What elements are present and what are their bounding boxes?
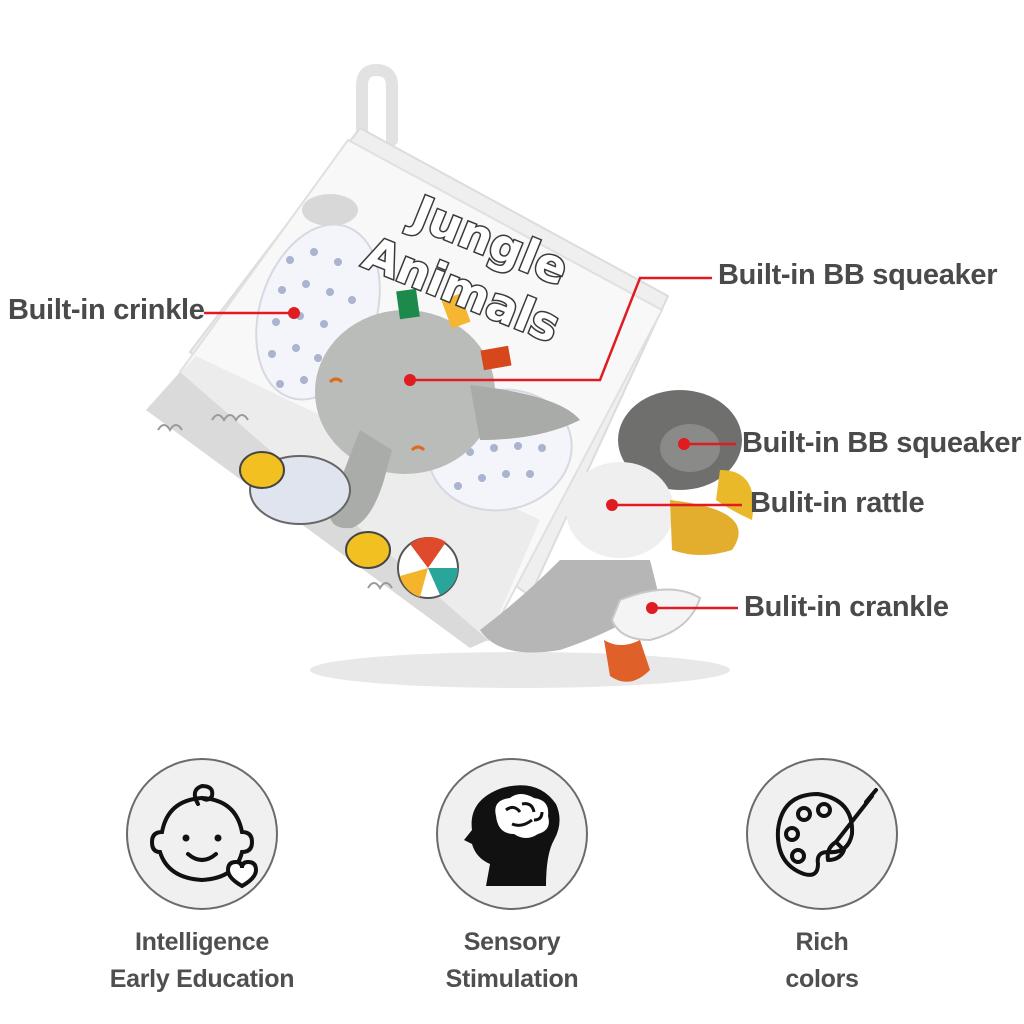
feature-intelligence: Intelligence Early Education — [82, 758, 322, 998]
cloud — [302, 194, 358, 226]
callout-crinkle: Built-in crinkle — [8, 294, 205, 326]
callout-dot-crinkle — [288, 307, 300, 319]
monkey-face — [660, 424, 720, 472]
tag-yellow — [441, 293, 471, 329]
beach-ball-red — [410, 536, 446, 568]
feature-icon-ring — [746, 758, 898, 910]
monkey-belly — [566, 462, 674, 558]
tag-red — [480, 345, 512, 371]
callout-dot-squeaker1 — [404, 374, 416, 386]
elephant-eye — [410, 445, 426, 452]
feature-icon-ring — [436, 758, 588, 910]
callout-dot-squeaker2 — [678, 438, 690, 450]
feature-caption: Rich colors — [702, 924, 942, 998]
striped-sleeve — [610, 588, 702, 642]
callout-squeaker-2: Built-in BB squeaker — [742, 427, 1022, 459]
callout-crankle: Bulit-in crankle — [744, 591, 949, 623]
grass-mark — [367, 582, 393, 590]
feature-caption-line1: Sensory — [463, 928, 561, 956]
feature-caption-line2: colors — [785, 965, 859, 993]
yellow-wing — [670, 500, 739, 555]
callout-dot-crankle — [646, 602, 658, 614]
grass-mark — [157, 424, 183, 432]
elephant-ear-flap — [470, 385, 580, 440]
parrot-beak — [716, 470, 754, 520]
elephant-eye — [328, 377, 344, 384]
feature-caption-line2: Early Education — [109, 965, 295, 993]
ear-dots-left — [268, 248, 356, 388]
feature-caption: Sensory Stimulation — [392, 924, 632, 998]
callout-squeaker-1: Built-in BB squeaker — [718, 259, 998, 291]
callout-dot-rattle — [606, 499, 618, 511]
feature-caption: Intelligence Early Education — [82, 924, 322, 998]
callout-line-squeaker1 — [410, 276, 712, 382]
scene-foot-yellow — [239, 451, 285, 489]
beach-ball-teal — [428, 568, 458, 595]
head-brain-icon — [464, 785, 560, 886]
monkey-arm — [480, 560, 660, 653]
feature-caption-line1: Intelligence — [135, 928, 269, 956]
feature-caption-line2: Stimulation — [445, 965, 579, 993]
baby-face-icon — [149, 783, 259, 889]
feature-sensory: Sensory Stimulation — [392, 758, 632, 998]
scene-foot-yellow — [345, 531, 391, 569]
grass-mark — [211, 414, 249, 422]
feature-caption-line1: Rich — [795, 928, 849, 956]
hanging-loop — [356, 63, 398, 146]
feature-icon-ring — [126, 758, 278, 910]
paint-palette-icon — [775, 788, 878, 877]
tag-green — [396, 288, 420, 320]
beach-ball-yellow — [400, 568, 428, 597]
orange-claw — [604, 640, 650, 682]
feature-rich-colors: Rich colors — [702, 758, 942, 998]
callout-rattle: Bulit-in rattle — [750, 487, 925, 519]
